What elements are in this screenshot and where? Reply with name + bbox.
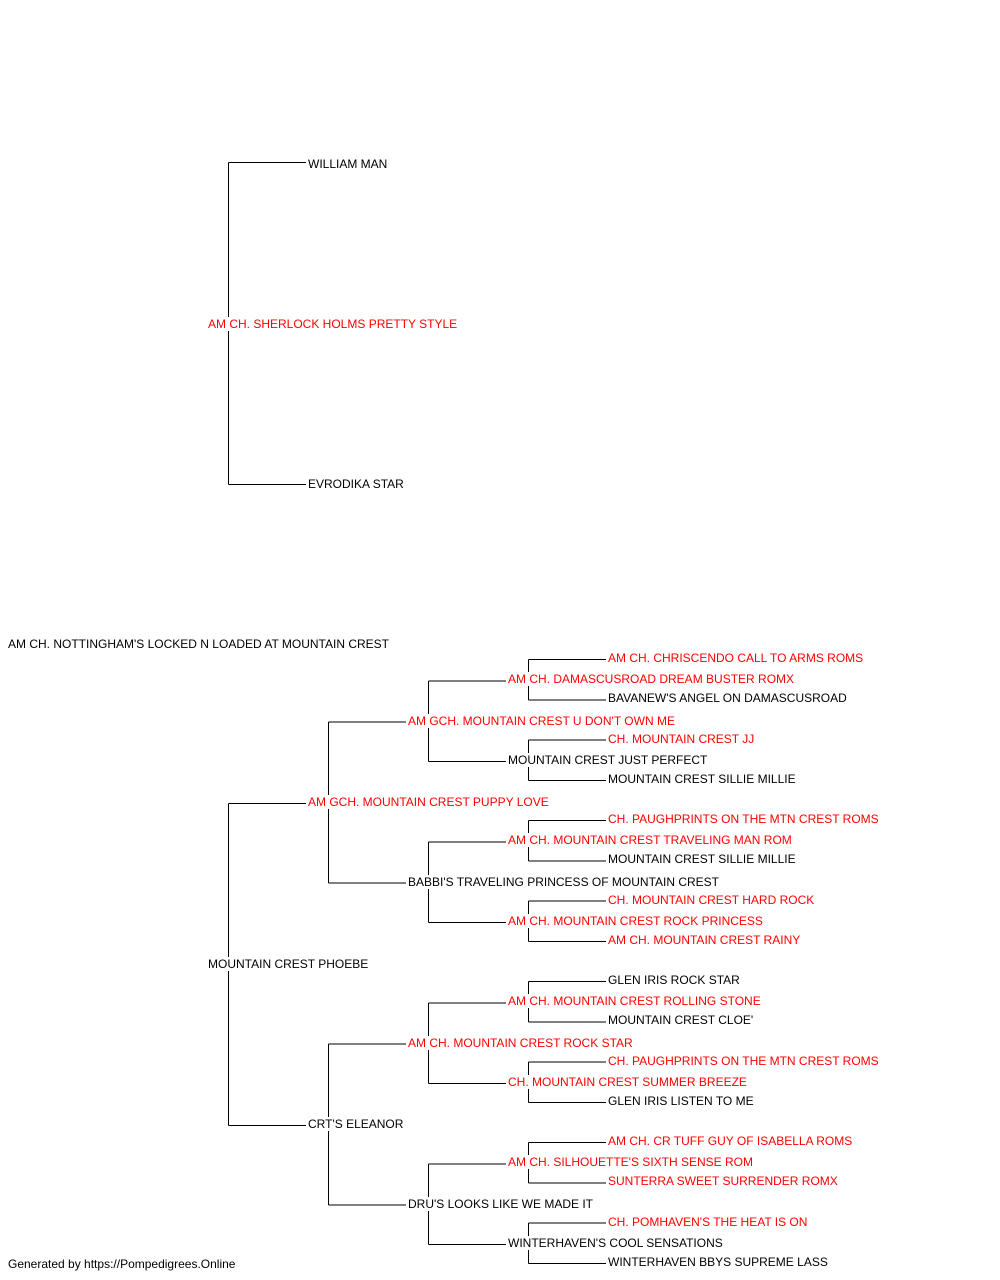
dog-name-dam-dam-sire-dam-dam: GLEN IRIS LISTEN TO ME xyxy=(607,1093,755,1108)
dog-name-sire-dam: EVRODIKA STAR xyxy=(307,477,405,491)
dog-name-dam-dam-dam-dam-dam: WINTERHAVEN BBYS SUPREME LASS xyxy=(607,1254,829,1269)
dog-name-dam-dam-sire-dam-sire: CH. PAUGHPRINTS ON THE MTN CREST ROMS xyxy=(607,1053,880,1068)
dog-name-dam-sire-sire-sire: AM CH. DAMASCUSROAD DREAM BUSTER ROMX xyxy=(507,672,796,687)
dog-name-dam-sire-dam-dam-sire: CH. MOUNTAIN CREST HARD ROCK xyxy=(607,892,816,907)
dog-name-dam-sire-sire-dam-sire: CH. MOUNTAIN CREST JJ xyxy=(607,731,756,746)
dog-name-dam-sire-sire-sire-sire: AM CH. CHRISCENDO CALL TO ARMS ROMS xyxy=(607,651,865,666)
dog-name-dam-sire: AM GCH. MOUNTAIN CREST PUPPY LOVE xyxy=(307,795,550,809)
dog-name-dam-dam-sire-sire: AM CH. MOUNTAIN CREST ROLLING STONE xyxy=(507,994,762,1009)
dog-name-dam-sire-dam-sire-sire: CH. PAUGHPRINTS ON THE MTN CREST ROMS xyxy=(607,812,880,827)
footer-credit: Generated by https://Pompedigrees.Online xyxy=(8,1257,236,1271)
dog-name-subject: AM CH. NOTTINGHAM'S LOCKED N LOADED AT M… xyxy=(7,637,390,651)
dog-name-dam-sire-dam-sire-dam: MOUNTAIN CREST SILLIE MILLIE xyxy=(607,852,797,867)
dog-name-dam-sire-dam: BABBI'S TRAVELING PRINCESS OF MOUNTAIN C… xyxy=(407,874,721,889)
dog-name-dam-sire-sire: AM GCH. MOUNTAIN CREST U DON'T OWN ME xyxy=(407,713,676,728)
dog-name-dam-dam-sire-dam: CH. MOUNTAIN CREST SUMMER BREEZE xyxy=(507,1074,748,1089)
dog-name-dam-sire-dam-dam: AM CH. MOUNTAIN CREST ROCK PRINCESS xyxy=(507,913,764,928)
dog-name-dam-dam: CRT'S ELEANOR xyxy=(307,1117,405,1131)
dog-name-dam-dam-dam-sire-dam: SUNTERRA SWEET SURRENDER ROMX xyxy=(607,1174,839,1189)
dog-name-dam-dam-dam-dam-sire: CH. POMHAVEN'S THE HEAT IS ON xyxy=(607,1214,809,1229)
dog-name-dam-sire-dam-dam-dam: AM CH. MOUNTAIN CREST RAINY xyxy=(607,932,802,947)
dog-name-dam-dam-dam-sire-sire: AM CH. CR TUFF GUY OF ISABELLA ROMS xyxy=(607,1134,854,1149)
dog-name-dam-sire-sire-dam: MOUNTAIN CREST JUST PERFECT xyxy=(507,752,709,767)
dog-name-dam-sire-sire-dam-dam: MOUNTAIN CREST SILLIE MILLIE xyxy=(607,771,797,786)
dog-name-dam: MOUNTAIN CREST PHOEBE xyxy=(207,957,370,971)
dog-name-dam-sire-sire-sire-dam: BAVANEW'S ANGEL ON DAMASCUSROAD xyxy=(607,691,848,706)
dog-name-sire: AM CH. SHERLOCK HOLMS PRETTY STYLE xyxy=(207,317,459,331)
dog-name-dam-dam-sire-sire-sire: GLEN IRIS ROCK STAR xyxy=(607,973,741,988)
dog-name-dam-dam-sire-sire-dam: MOUNTAIN CREST CLOE' xyxy=(607,1013,755,1028)
dog-name-dam-sire-dam-sire: AM CH. MOUNTAIN CREST TRAVELING MAN ROM xyxy=(507,833,793,848)
dog-name-dam-dam-dam-sire: AM CH. SILHOUETTE'S SIXTH SENSE ROM xyxy=(507,1155,754,1170)
dog-name-dam-dam-sire: AM CH. MOUNTAIN CREST ROCK STAR xyxy=(407,1035,634,1050)
dog-name-dam-dam-dam-dam: WINTERHAVEN'S COOL SENSATIONS xyxy=(507,1235,724,1250)
dog-name-dam-dam-dam: DRU'S LOOKS LIKE WE MADE IT xyxy=(407,1196,594,1211)
dog-name-sire-sire: WILLIAM MAN xyxy=(307,157,389,171)
